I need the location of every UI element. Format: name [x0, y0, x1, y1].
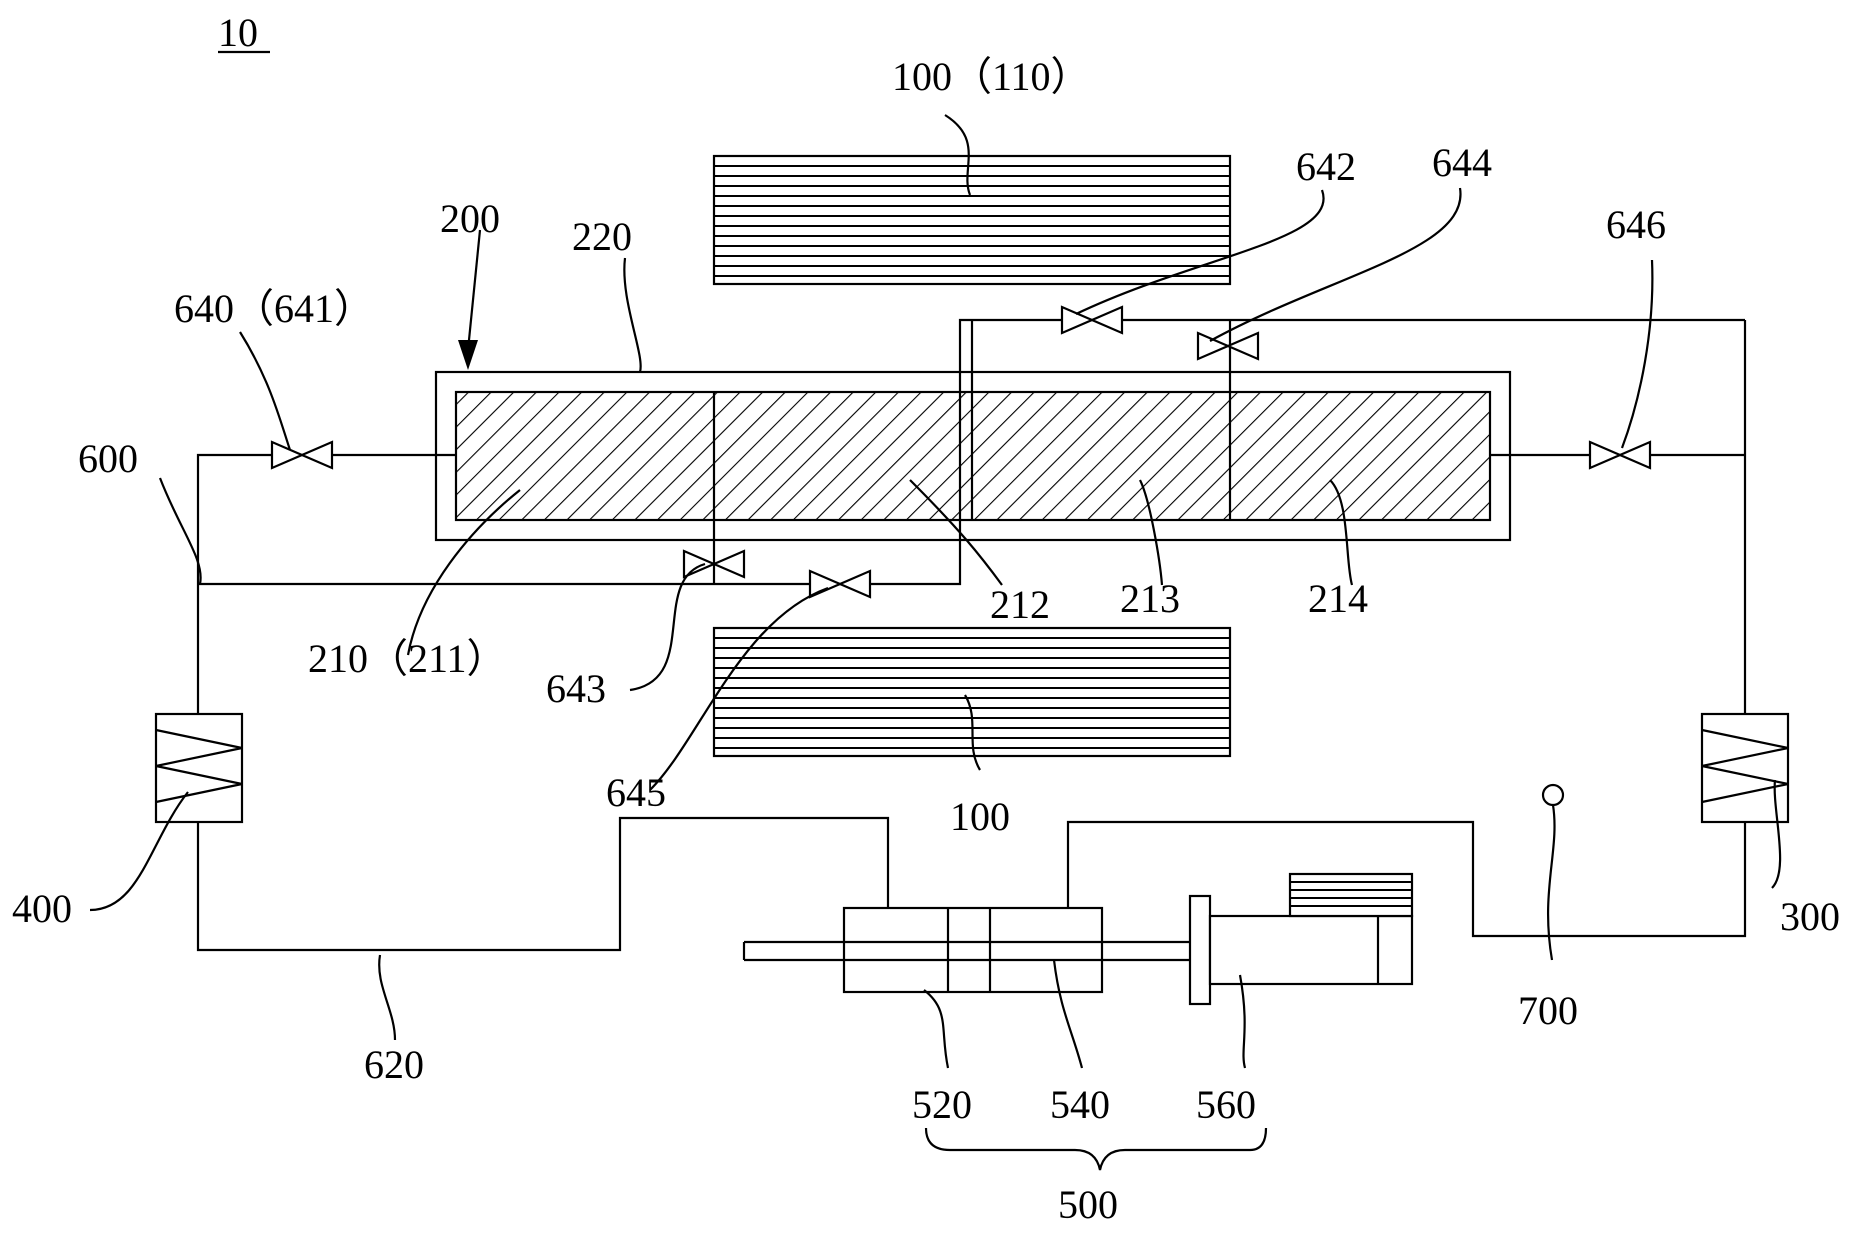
label-pipeline: 600: [78, 436, 138, 481]
label-bed-second: 212: [990, 582, 1050, 627]
label-drive-assembly: 500: [1058, 1182, 1118, 1227]
magnet-top: [714, 156, 1230, 284]
label-magnet-bottom: 100: [950, 794, 1010, 839]
label-sensor: 700: [1518, 988, 1578, 1033]
sensor: [1543, 785, 1563, 805]
label-valve-643: 643: [546, 666, 606, 711]
valve-644: [1198, 333, 1258, 359]
valve-642: [1062, 307, 1122, 333]
label-bed-first: 210（211）: [308, 636, 507, 681]
label-housing: 220: [572, 214, 632, 259]
label-valve-main-left: 640（641）: [174, 286, 374, 331]
label-valve-642: 642: [1296, 144, 1356, 189]
label-bed-fourth: 214: [1308, 576, 1368, 621]
valve-645: [810, 571, 870, 597]
label-magnet-top: 100（110）: [892, 54, 1091, 99]
label-cold-exchanger: 400: [12, 886, 72, 931]
label-valve-644: 644: [1432, 140, 1492, 185]
valve-641: [272, 442, 332, 468]
label-valve-646: 646: [1606, 202, 1666, 247]
label-hot-exchanger: 300: [1780, 894, 1840, 939]
label-regenerator: 200: [440, 196, 500, 241]
label-piston: 540: [1050, 1082, 1110, 1127]
label-return-pipe: 620: [364, 1042, 424, 1087]
label-cylinder: 520: [912, 1082, 972, 1127]
label-actuator: 560: [1196, 1082, 1256, 1127]
label-valve-645: 645: [606, 770, 666, 815]
label-bed-third: 213: [1120, 576, 1180, 621]
cold-heat-exchanger: [156, 714, 242, 822]
drive-assembly-brace: [926, 1128, 1266, 1170]
figure-number: 10: [218, 10, 258, 55]
drive-assembly: [744, 874, 1412, 1004]
valve-646: [1590, 442, 1650, 468]
